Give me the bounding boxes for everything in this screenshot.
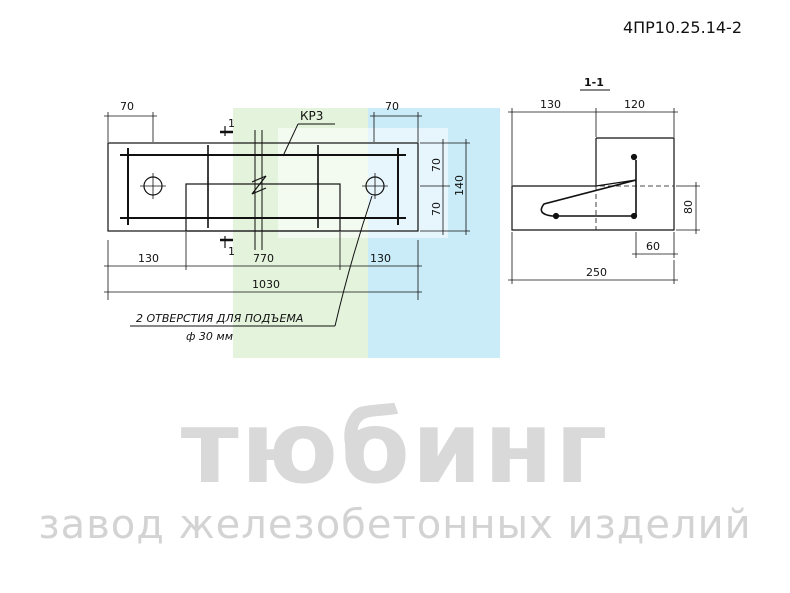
dim-bottom-middle: 770 xyxy=(253,252,274,265)
note-line-1: 2 ОТВЕРСТИЯ ДЛЯ ПОДЪЕМА xyxy=(136,312,303,325)
dim-bottom-left: 130 xyxy=(138,252,159,265)
cut-mark-top: 1 xyxy=(228,117,235,130)
cut-mark-bottom: 1 xyxy=(228,245,235,258)
note-line-2: ф 30 мм xyxy=(186,330,233,343)
section-view xyxy=(508,89,700,284)
section-dim-bottom-small: 60 xyxy=(646,240,660,253)
section-dim-right: 80 xyxy=(682,200,695,214)
plan-view xyxy=(104,112,470,327)
section-dim-top-left: 130 xyxy=(540,98,561,111)
dim-total-length: 1030 xyxy=(252,278,280,291)
section-dim-top-right: 120 xyxy=(624,98,645,111)
section-dim-total: 250 xyxy=(586,266,607,279)
dim-right-total: 140 xyxy=(453,175,466,196)
dim-top-left: 70 xyxy=(120,100,134,113)
product-code: 4ПР10.25.14-2 xyxy=(622,18,742,37)
dim-right-upper: 70 xyxy=(430,158,443,172)
dim-top-right: 70 xyxy=(385,100,399,113)
section-title: 1-1 xyxy=(584,76,604,89)
watermark-brand: тюбинг xyxy=(180,389,610,506)
dim-bottom-right: 130 xyxy=(370,252,391,265)
dim-right-lower: 70 xyxy=(430,202,443,216)
watermark-tagline: завод железобетонных изделий xyxy=(38,502,752,548)
part-label: КР3 xyxy=(300,109,323,123)
